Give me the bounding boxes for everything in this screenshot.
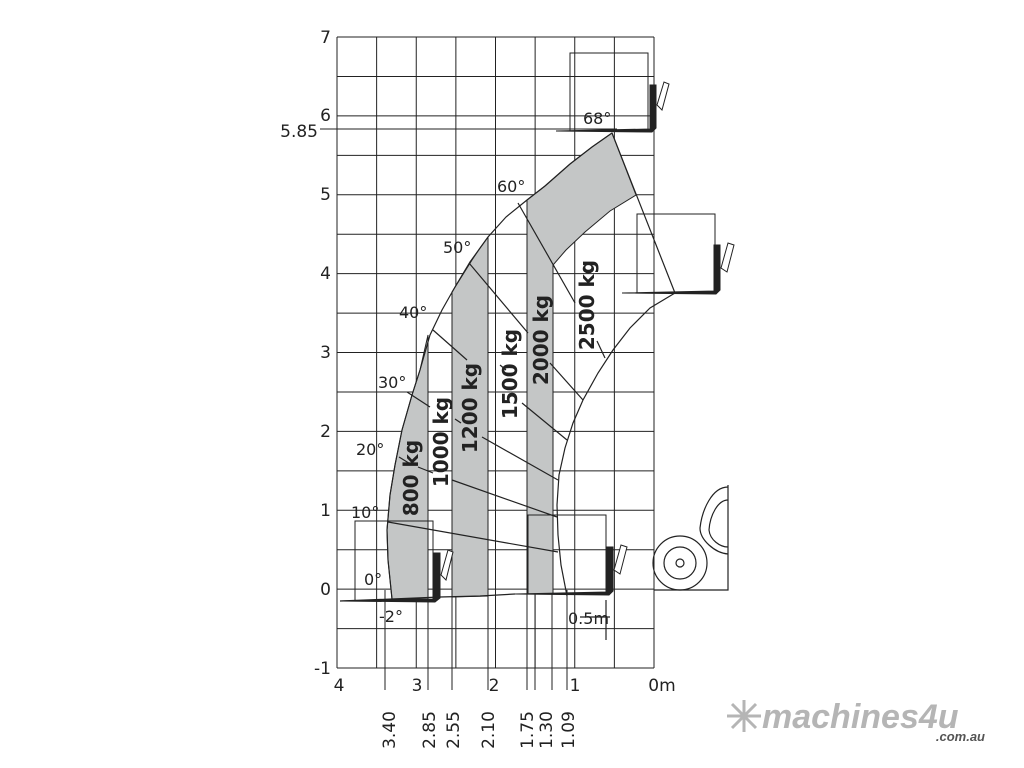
inner-envelope	[556, 292, 676, 597]
load-labels: 800 kg 1000 kg 1200 kg 1500 kg 2000 kg 2…	[399, 260, 599, 516]
angle-label: 10°	[351, 503, 379, 522]
angle-label: 20°	[356, 440, 384, 459]
x-label: 2	[489, 676, 500, 696]
telehandler-icon	[652, 485, 729, 591]
x-axis-labels: 4 3 2 1 0m	[334, 676, 676, 696]
y-label: 0	[320, 580, 331, 600]
snowflake-icon	[727, 700, 761, 732]
y-label: 1	[320, 501, 331, 521]
angle-label: 40°	[399, 303, 427, 322]
y-label: -1	[314, 659, 331, 679]
x-label: 3	[412, 676, 423, 696]
load-bands	[386, 132, 637, 600]
machines4u-logo: machines4u .com.au	[727, 698, 985, 744]
angle-label: 68°	[583, 109, 611, 128]
y-label: 3	[320, 343, 331, 363]
y-axis-labels: 7 6 5.85 5 4 3 2 1 0 -1	[280, 28, 331, 679]
fork-max-height	[555, 52, 670, 133]
y-label: 2	[320, 422, 331, 442]
angle-label: 60°	[497, 177, 525, 196]
load-label-800: 800 kg	[399, 440, 423, 516]
x-label: 0m	[648, 676, 675, 696]
outer-envelope	[386, 132, 613, 600]
x-label: 1	[570, 676, 581, 696]
angle-label: -2°	[379, 607, 403, 626]
reach-label: 1.30	[537, 711, 557, 749]
y-label-max-height: 5.85	[280, 122, 318, 142]
fork-ground-far	[339, 520, 454, 603]
reach-label: 2.85	[420, 711, 440, 749]
reach-label: 2.55	[444, 711, 464, 749]
load-label-2500: 2500 kg	[575, 260, 599, 350]
y-label: 4	[320, 264, 331, 284]
scale-label: 0.5m	[568, 609, 609, 628]
angle-label: 30°	[378, 373, 406, 392]
reach-label: 3.40	[380, 711, 400, 749]
load-label-1200: 1200 kg	[458, 363, 482, 453]
fork-max-reach	[621, 213, 735, 295]
load-label-1000: 1000 kg	[429, 397, 453, 487]
load-label-2000: 2000 kg	[529, 295, 553, 385]
load-label-1500: 1500 kg	[498, 329, 522, 419]
reach-label: 2.10	[479, 711, 499, 749]
angle-labels: 68° 60° 50° 40° 30° 20° 10° 0° -2°	[351, 109, 611, 626]
reach-label: 1.09	[559, 711, 579, 749]
angle-label: 50°	[443, 238, 471, 257]
reach-labels: 3.40 2.85 2.55 2.10 1.75 1.30 1.09	[380, 711, 579, 749]
max-reach-line	[611, 132, 676, 294]
angle-label: 0°	[364, 570, 382, 589]
fork-ground-near	[514, 514, 628, 596]
reach-label: 1.75	[518, 711, 538, 749]
logo-text: machines4u	[762, 698, 959, 736]
y-label: 7	[320, 28, 331, 48]
y-label: 5	[320, 185, 331, 205]
logo-domain: .com.au	[936, 729, 985, 744]
x-label: 4	[334, 676, 345, 696]
forks	[339, 52, 735, 603]
y-label: 6	[320, 106, 331, 126]
